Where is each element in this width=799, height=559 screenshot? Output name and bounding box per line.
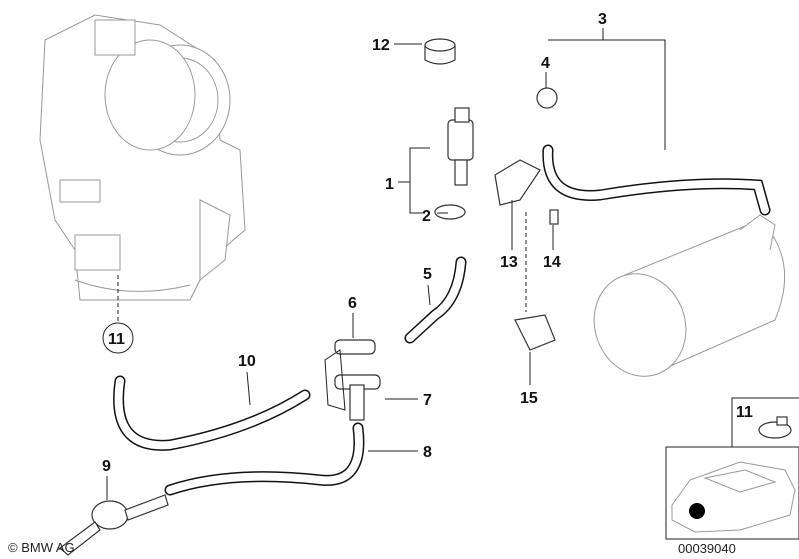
callout-13: 13: [500, 254, 518, 271]
callout-11: 11: [108, 331, 125, 348]
callout-9: 9: [102, 458, 111, 475]
inset-car-box: [665, 446, 799, 540]
callout-15: 15: [520, 390, 538, 407]
copyright: © BMW AG: [8, 540, 75, 555]
callout-10: 10: [238, 353, 256, 370]
leader-lines: [102, 28, 666, 500]
callout-2: 2: [422, 208, 431, 225]
callout-8: 8: [423, 444, 432, 461]
callout-4: 4: [541, 55, 550, 72]
throttle-body: [39, 14, 246, 301]
drawing-number: 00039040: [678, 541, 736, 556]
callout-circle-11: [102, 322, 134, 354]
inset-clamp-box: 11: [731, 397, 799, 447]
callout-6: 6: [348, 295, 357, 312]
location-marker: [689, 503, 705, 519]
callout-12: 12: [372, 37, 390, 54]
callout-14: 14: [543, 254, 561, 271]
callout-7: 7: [423, 392, 432, 409]
callout-3: 3: [598, 11, 607, 28]
callout-1: 1: [385, 176, 394, 193]
inset-label-11: 11: [736, 404, 753, 421]
parts: [59, 38, 559, 556]
hoses: [113, 144, 771, 496]
callout-5: 5: [423, 266, 432, 283]
canister: [593, 214, 786, 377]
